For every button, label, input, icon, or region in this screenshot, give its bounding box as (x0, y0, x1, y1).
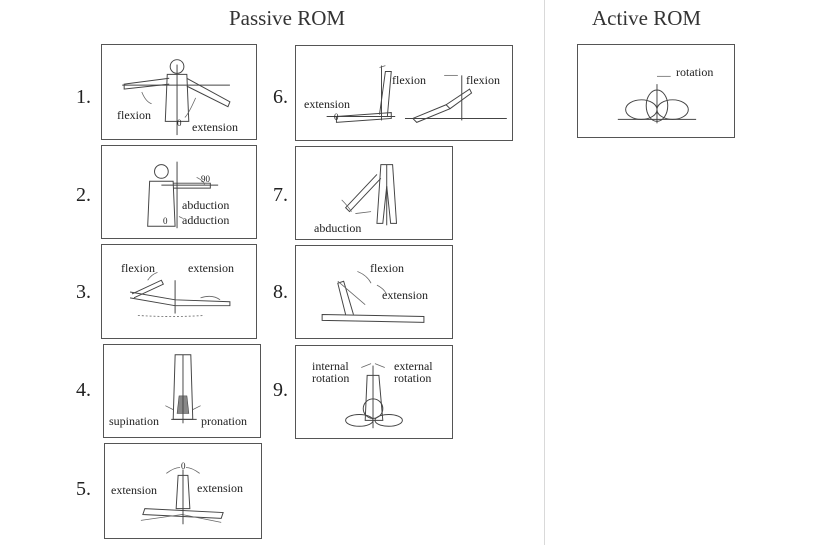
illustration-wrist-extension (140, 467, 224, 525)
item-number-2: 2. (76, 184, 91, 206)
item-number-6: 6. (273, 86, 288, 108)
panel-active-rotation: rotation (577, 44, 735, 138)
label-5-extension-left: extension (111, 483, 157, 497)
label-4-supination: supination (109, 414, 159, 428)
illustration-shoulder-abduction (147, 161, 219, 229)
label-2-ninety: 90 (201, 174, 210, 184)
label-6-flexion-right: flexion (466, 73, 500, 87)
illustration-knee-flexion (326, 65, 507, 123)
label-6-zero: 0 (334, 112, 339, 122)
label-2-adduction: adduction (182, 213, 230, 227)
panel-7-hip-abduction: abduction (295, 146, 453, 240)
label-9-external-rotation: rotation (394, 371, 432, 385)
label-4-pronation: pronation (201, 414, 247, 428)
item-number-1: 1. (76, 86, 91, 108)
label-2-zero: 0 (163, 216, 168, 226)
panel-9-hip-rotation: internal rotation external rotation (295, 345, 453, 439)
item-number-4: 4. (76, 379, 91, 401)
label-8-flexion: flexion (370, 261, 404, 275)
label-6-extension: extension (304, 97, 350, 111)
label-5-zero: 0 (181, 461, 186, 471)
panel-3-hip-flexion-extension: flexion extension (101, 244, 257, 339)
label-9-external: external (394, 359, 433, 373)
panel-6-knee-flexion-extension: extension 0 flexion flexion (295, 45, 513, 141)
panel-8-hip-knee-flexion: flexion extension (295, 245, 453, 339)
item-number-5: 5. (76, 478, 91, 500)
illustration-hip-rotation (345, 363, 403, 429)
illustration-hip-knee-flexion (321, 271, 425, 323)
panel-4-forearm-rotation: supination pronation (103, 344, 261, 438)
column-divider (544, 0, 545, 545)
label-1-zero: 0 (177, 118, 182, 128)
label-9-internal-rotation: rotation (312, 371, 350, 385)
label-6-flexion-left: flexion (392, 73, 426, 87)
label-8-extension: extension (382, 288, 428, 302)
illustration-hip-flexion (129, 272, 231, 317)
label-1-extension: extension (192, 120, 238, 134)
panel-1-shoulder-flexion-extension: flexion 0 extension (101, 44, 257, 140)
item-number-8: 8. (273, 281, 288, 303)
passive-rom-heading: Passive ROM (229, 6, 346, 30)
active-rom-heading: Active ROM (592, 6, 702, 30)
illustration-active-rotation (617, 75, 697, 124)
label-9-internal: internal (312, 359, 349, 373)
label-active-rotation: rotation (676, 65, 714, 79)
label-3-extension: extension (188, 261, 234, 275)
label-7-abduction: abduction (314, 221, 362, 235)
label-1-flexion: flexion (117, 108, 151, 122)
item-number-9: 9. (273, 379, 288, 401)
label-5-extension-right: extension (197, 481, 243, 495)
item-number-3: 3. (76, 281, 91, 303)
illustration-forearm-rotation (165, 354, 201, 424)
illustration-hip-abduction (341, 164, 398, 226)
label-2-abduction: abduction (182, 198, 230, 212)
panel-2-shoulder-abduction-adduction: 90 abduction 0 adduction (101, 145, 257, 239)
item-number-7: 7. (273, 184, 288, 206)
label-3-flexion: flexion (121, 261, 155, 275)
illustration-shoulder-flexion (122, 59, 231, 136)
panel-5-wrist-extension: 0 extension extension (104, 443, 262, 539)
